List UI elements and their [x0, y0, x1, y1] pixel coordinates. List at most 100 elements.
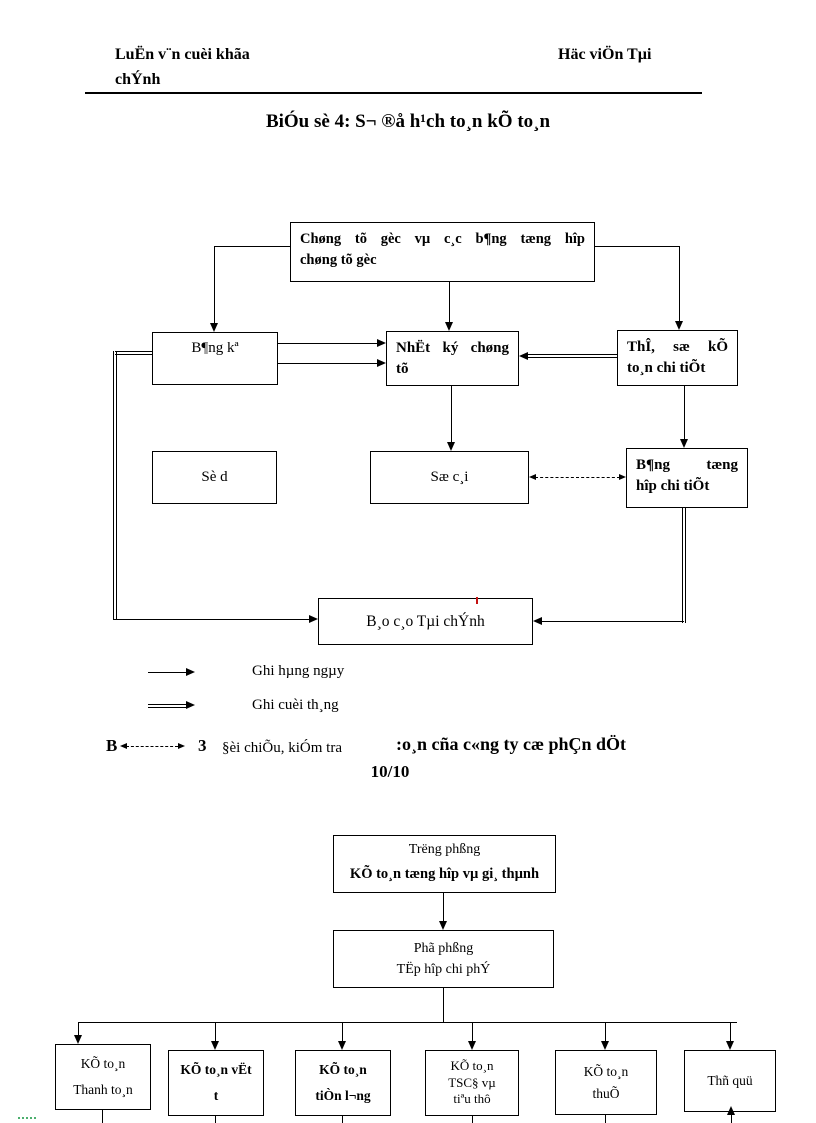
box-ke-toan-tscd: KÕ to¸n TSC§ vµ tiªu thô [425, 1050, 519, 1116]
org-drop-1 [78, 1022, 79, 1037]
arrowhead-into-nhatky [445, 322, 453, 331]
org-drop-4 [472, 1022, 473, 1042]
box-bao-cao-tai-chinh: B¸o c¸o Tµi chÝnh [318, 598, 533, 645]
arrowhead-drop-1 [74, 1035, 82, 1044]
box-bang-tong-hop-line1: B¶ng tæng [636, 457, 738, 473]
box-b3-line1: KÕ to¸n [319, 1061, 367, 1077]
tail-b6 [731, 1114, 732, 1123]
arrowhead-baocao-right [533, 617, 542, 625]
connector-pho-to-rail [443, 988, 444, 1022]
box-b3-line2: tiÒn l¬ng [315, 1088, 371, 1104]
box-the-so-line2: to¸n chi tiÕt [627, 360, 706, 376]
tail-b4 [472, 1116, 473, 1123]
header-left-line1: LuËn v¨n cuèi khãa [115, 46, 250, 63]
box-nhat-ky-line2: tõ [396, 361, 409, 377]
header-right: Häc viÖn Tµi [558, 46, 652, 63]
header-left-line2: chÝnh [115, 71, 161, 88]
box-b4-line2: TSC§ vµ [448, 1074, 496, 1090]
arrowhead-baocao-left [309, 615, 318, 623]
arrowhead-drop-5 [601, 1041, 609, 1050]
box-chung-tu-goc-line2: chøng tõ gèc [300, 252, 377, 269]
legend-single-arrow-head [186, 668, 195, 676]
connector-top-to-nhatky-v [449, 282, 450, 323]
arrowhead-dashed-right [619, 474, 626, 480]
legend-dashed-arrow-line [126, 746, 178, 747]
connector-right-to-baocao-h [541, 621, 684, 622]
box-ke-toan-tien-luong: KÕ to¸n tiÒn l¬ng [295, 1050, 391, 1116]
box-b4-line3: tiªu thô [453, 1091, 491, 1107]
caption-10-10: 10/10 [370, 762, 410, 781]
org-drop-6 [730, 1022, 731, 1042]
legend-label-monthend: Ghi cuèi th¸ng [252, 697, 339, 713]
tail-b2 [215, 1116, 216, 1123]
box-ke-toan-thue: KÕ to¸n thuÕ [555, 1050, 657, 1115]
tail-b5 [605, 1115, 606, 1123]
arrowhead-drop-4 [468, 1041, 476, 1050]
connector-top-to-bangke-v [214, 246, 215, 324]
box-bang-tong-hop: B¶ng tæng hîp chi tiÕt [626, 448, 748, 508]
org-rail [78, 1022, 737, 1023]
arrowhead-nhatky-from-theso [519, 352, 528, 360]
legend-caption-number: 3 [198, 736, 207, 755]
box-ke-toan-thanh-toan: KÕ to¸n Thanh to¸n [55, 1044, 151, 1110]
box-chung-tu-goc-line1: Chøng tõ gèc vµ c¸c b¶ng tæng hîp [300, 231, 585, 247]
arrowhead-dashed-left [529, 474, 536, 480]
box-thu-quy: Thñ quü [684, 1050, 776, 1112]
org-drop-5 [605, 1022, 606, 1042]
tail-b3 [342, 1116, 343, 1123]
connector-right-double-v [682, 508, 686, 623]
box-bao-cao-label: B¸o c¸o Tµi chÝnh [366, 612, 485, 630]
connector-theso-to-bangtonghop [684, 386, 685, 440]
connector-nhatky-to-socai [451, 386, 452, 443]
connector-top-to-bangke-h [215, 246, 290, 247]
box-the-so-line1: ThÎ, sæ kÕ [627, 339, 728, 355]
box-pho-phong-line1: Phã phßng [413, 941, 474, 956]
page-title: BiÓu sè 4: S¬ ®å h¹ch to¸n kÕ to¸n [265, 111, 551, 132]
legend-double-arrow-head [186, 701, 195, 709]
connector-bangke-to-nhatky-2 [278, 363, 377, 364]
arrowhead-nhatky-1 [377, 339, 386, 347]
box-ke-toan-vat-tu: KÕ to¸n vËt t [168, 1050, 264, 1116]
legend-single-arrow-line [148, 672, 186, 673]
box-b4-line1: KÕ to¸n [450, 1057, 494, 1073]
caption-company-overlap: :o¸n cña c«ng ty cæ phÇn dÖt [396, 734, 627, 754]
arrowhead-up-thu-quy [727, 1106, 735, 1115]
tail-b1 [102, 1110, 103, 1123]
spellcheck-artifact [18, 1117, 36, 1119]
legend-label-daily: Ghi hµng ngµy [252, 663, 345, 679]
box-nhat-ky-chung-tu: NhËt ký chøng tõ [386, 331, 519, 386]
box-b5-line1: KÕ to¸n [583, 1063, 629, 1079]
box-bang-tong-hop-line2: hîp chi tiÕt [636, 478, 710, 494]
box-so-cai: Sæ c¸i [370, 451, 529, 504]
box-b6-label: Thñ quü [707, 1073, 753, 1088]
box-b1-line2: Thanh to¸n [73, 1082, 133, 1098]
legend-double-arrow-line [148, 704, 186, 708]
box-pho-phong-line2: TËp hîp chi phÝ [396, 962, 491, 977]
box-nhat-ky-line1: NhËt ký chøng [396, 340, 509, 356]
arrowhead-into-bangtonghop [680, 439, 688, 448]
box-chung-tu-goc: Chøng tõ gèc vµ c¸c b¶ng tæng hîp chøng … [290, 222, 595, 282]
org-drop-2 [215, 1022, 216, 1042]
arrowhead-drop-3 [338, 1041, 346, 1050]
connector-top-to-theso-v [679, 246, 680, 322]
legend-dashed-arrow-head-left [120, 743, 127, 749]
box-so-du-label: Sè d [201, 469, 228, 485]
box-bang-ke-label: B¶ng kª [191, 340, 239, 356]
org-drop-3 [342, 1022, 343, 1042]
box-truong-phong-line1: Trëng phßng [408, 842, 481, 857]
connector-left-double-v [113, 351, 117, 620]
arrowhead-drop-6 [726, 1041, 734, 1050]
connector-theso-to-nhatky-double [528, 354, 617, 358]
revision-mark [476, 597, 478, 604]
box-bang-ke: B¶ng kª [152, 332, 278, 385]
legend-dashed-arrow-head-right [178, 743, 185, 749]
box-so-du: Sè d [152, 451, 277, 504]
box-so-cai-label: Sæ c¸i [430, 469, 469, 485]
box-pho-phong: Phã phßng TËp hîp chi phÝ [333, 930, 554, 988]
box-b2-line2: t [213, 1088, 219, 1104]
box-b2-line1: KÕ to¸n vËt [180, 1061, 252, 1077]
box-truong-phong-line2: KÕ to¸n tæng hîp vµ gi¸ thµnh [349, 866, 540, 882]
connector-top-to-theso-h [595, 246, 680, 247]
box-b5-line2: thuÕ [592, 1085, 620, 1101]
